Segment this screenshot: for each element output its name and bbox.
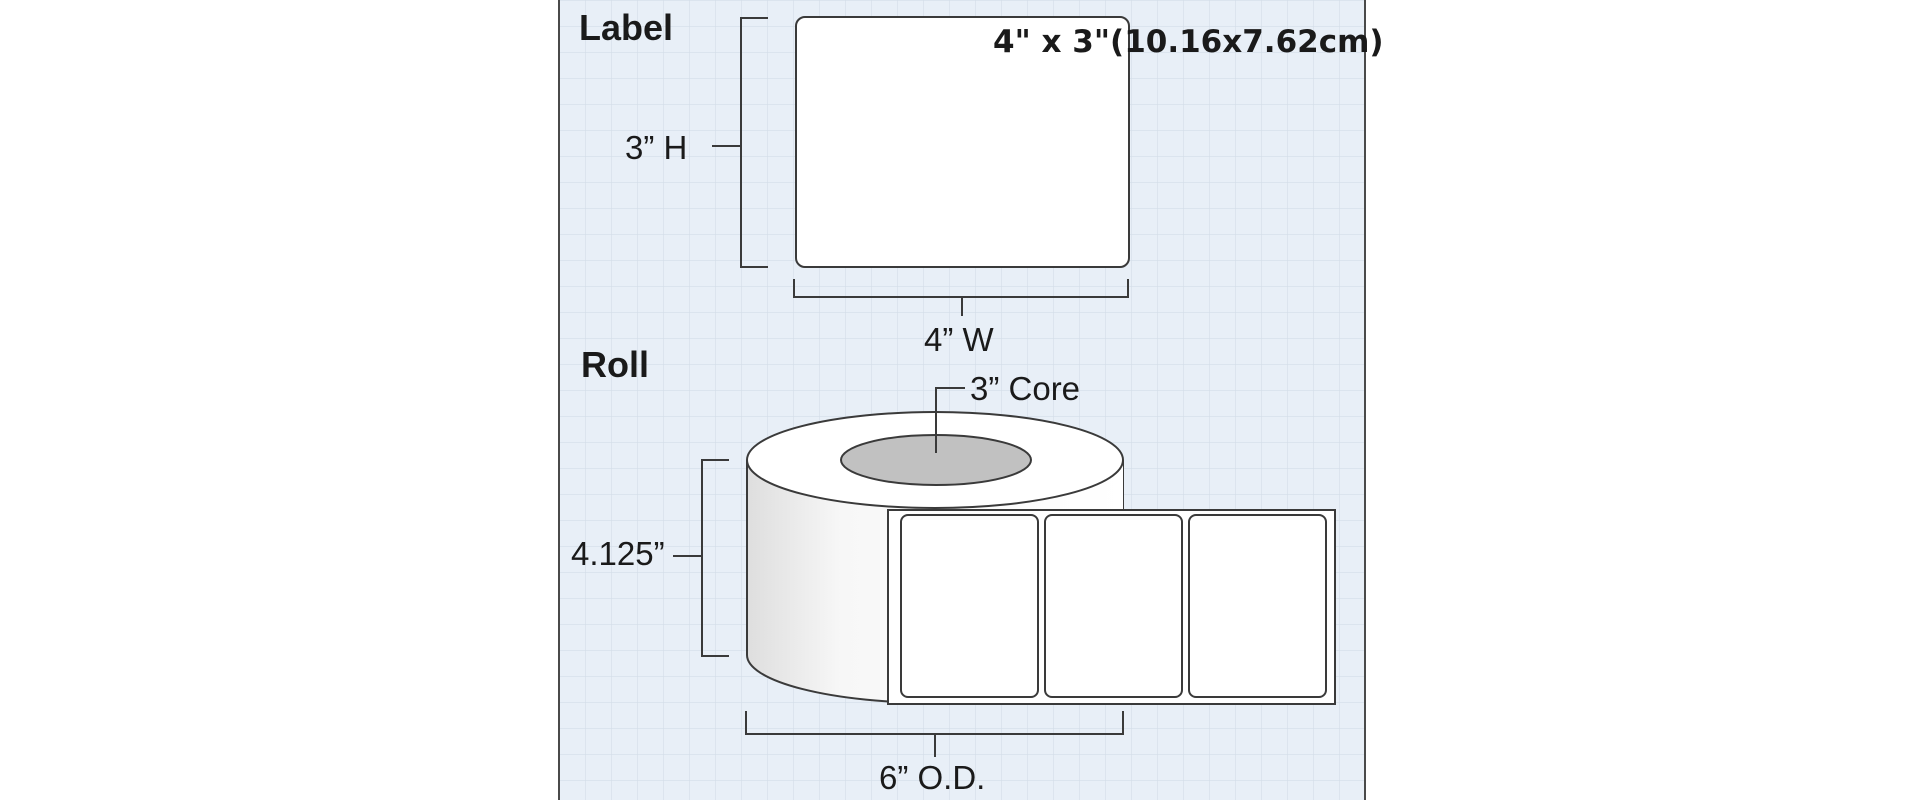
label-height-text: 3” H	[625, 129, 687, 166]
core-leader	[935, 387, 965, 453]
roll-label-2	[1044, 514, 1183, 698]
roll-height-bracket	[701, 459, 729, 657]
roll-od-text: 6” O.D.	[879, 759, 985, 796]
roll-height-text: 4.125”	[571, 535, 665, 572]
label-heading: Label	[579, 7, 673, 48]
roll-label-3	[1188, 514, 1327, 698]
core-label-text: 3” Core	[970, 370, 1080, 407]
roll-heading: Roll	[581, 344, 649, 385]
label-width-text: 4” W	[924, 321, 995, 358]
label-height-bracket	[740, 17, 768, 268]
label-roll	[746, 411, 1336, 705]
label-shape	[795, 16, 1130, 268]
roll-label-1	[900, 514, 1039, 698]
label-size-text: 4" x 3"(10.16x7.62cm)	[993, 24, 1384, 60]
